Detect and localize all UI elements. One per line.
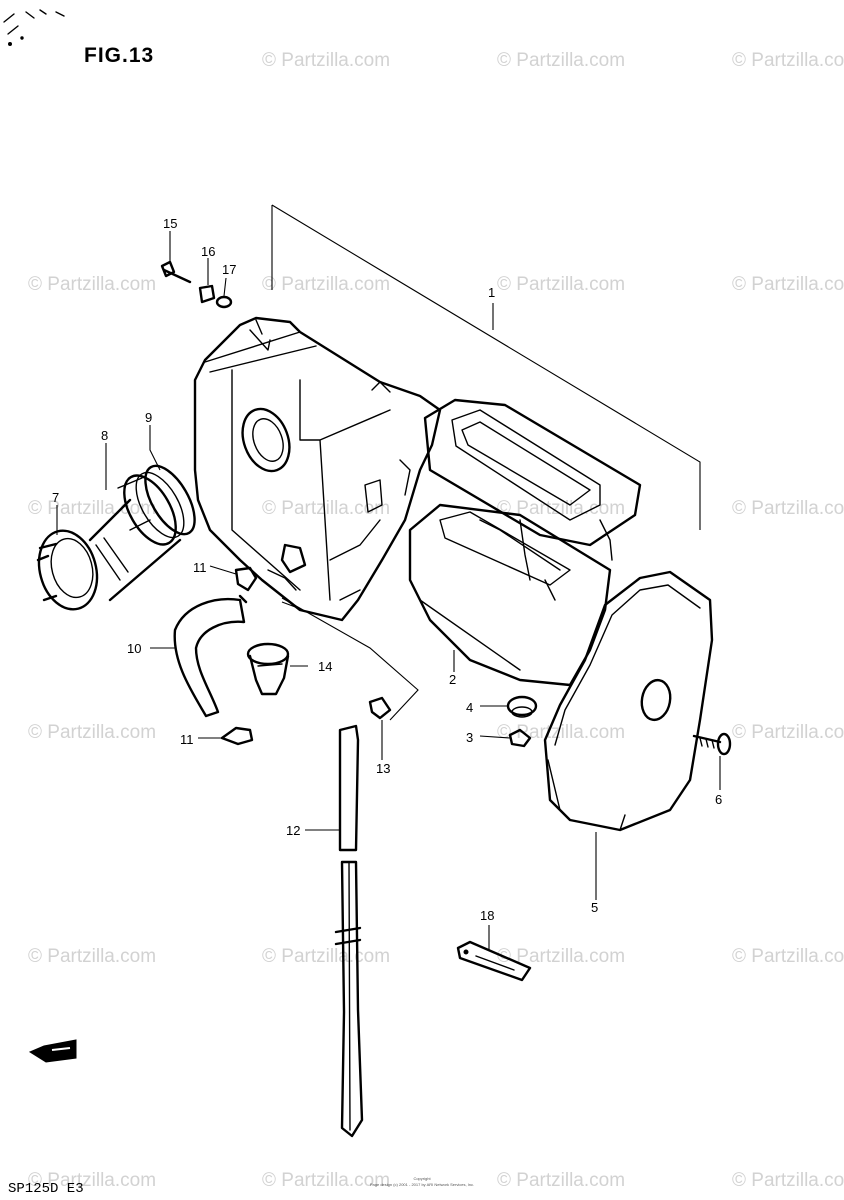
callout-1: 1 [488,285,495,300]
filter-element [408,398,642,687]
callout-5: 5 [591,900,598,915]
watermark: © Partzilla.com [28,722,156,743]
watermark: © Partzilla.com [732,1170,844,1191]
clamp-3 [508,728,532,748]
copyright-line-2: Page design (c) 2001 - 2017 by ARI Netwo… [370,1182,474,1187]
watermark: © Partzilla.com [28,1170,156,1191]
watermark-layer: © Partzilla.com © Partzilla.com © Partzi… [28,50,844,1191]
plate-18 [456,940,532,982]
callout-11-lower: 11 [180,732,194,747]
callout-4: 4 [466,700,473,715]
callout-9: 9 [145,410,152,425]
bolt-15 [160,260,192,284]
drain-cap-14 [246,642,290,696]
cap-4 [506,695,538,718]
intake-pipe [36,464,196,611]
callout-17: 17 [222,262,236,277]
watermark: © Partzilla.com [262,274,390,295]
watermark: © Partzilla.com [732,274,844,295]
air-cleaner-cover [543,570,714,832]
callout-15: 15 [163,216,177,231]
callout-8: 8 [101,428,108,443]
watermark: © Partzilla.com [497,946,625,967]
callout-3: 3 [466,730,473,745]
hose-10 [173,597,246,718]
callout-2: 2 [449,672,456,687]
callout-6: 6 [715,792,722,807]
front-arrow-icon [28,1039,77,1063]
clamp-11-lower [220,726,254,746]
drain-tube-12 [334,724,364,1138]
bracket-lines [281,597,419,721]
callout-18: 18 [480,908,494,923]
callout-13: 13 [376,761,390,776]
watermark: © Partzilla.com [732,946,844,967]
watermark: © Partzilla.com [497,1170,625,1191]
callout-14: 14 [318,659,332,674]
watermark: © Partzilla.com [262,498,390,519]
copyright-line-1: Copyright [413,1176,431,1181]
watermark: © Partzilla.com [262,946,390,967]
watermark: © Partzilla.com [732,50,844,71]
callout-12: 12 [286,823,300,838]
assembly-bracket-1 [271,204,701,530]
watermark: © Partzilla.com [732,498,844,519]
callouts: 1 2 3 4 5 6 7 8 9 10 11 11 12 13 14 15 1… [52,216,722,923]
callout-7: 7 [52,490,59,505]
watermark: © Partzilla.com [262,50,390,71]
screw-6 [692,732,732,756]
clip-13 [368,696,392,720]
scan-noise [3,9,65,46]
washer-17 [215,295,233,309]
watermark: © Partzilla.com [28,498,156,519]
air-cleaner-case [193,316,442,622]
watermark: © Partzilla.com [497,498,625,519]
callout-16: 16 [201,244,215,259]
watermark: © Partzilla.com [28,946,156,967]
watermark: © Partzilla.com [28,274,156,295]
clamp-11-upper [234,566,258,604]
leader-lines [56,231,721,950]
callout-11-upper: 11 [193,560,207,575]
figure-title: FIG.13 [84,44,154,67]
collar-16 [198,284,216,304]
watermark: © Partzilla.com [497,50,625,71]
callout-10: 10 [127,641,141,656]
model-code: SP125D E3 [8,1181,84,1197]
watermark: © Partzilla.com [262,1170,390,1191]
watermark: © Partzilla.com [497,274,625,295]
watermark: © Partzilla.com [732,722,844,743]
